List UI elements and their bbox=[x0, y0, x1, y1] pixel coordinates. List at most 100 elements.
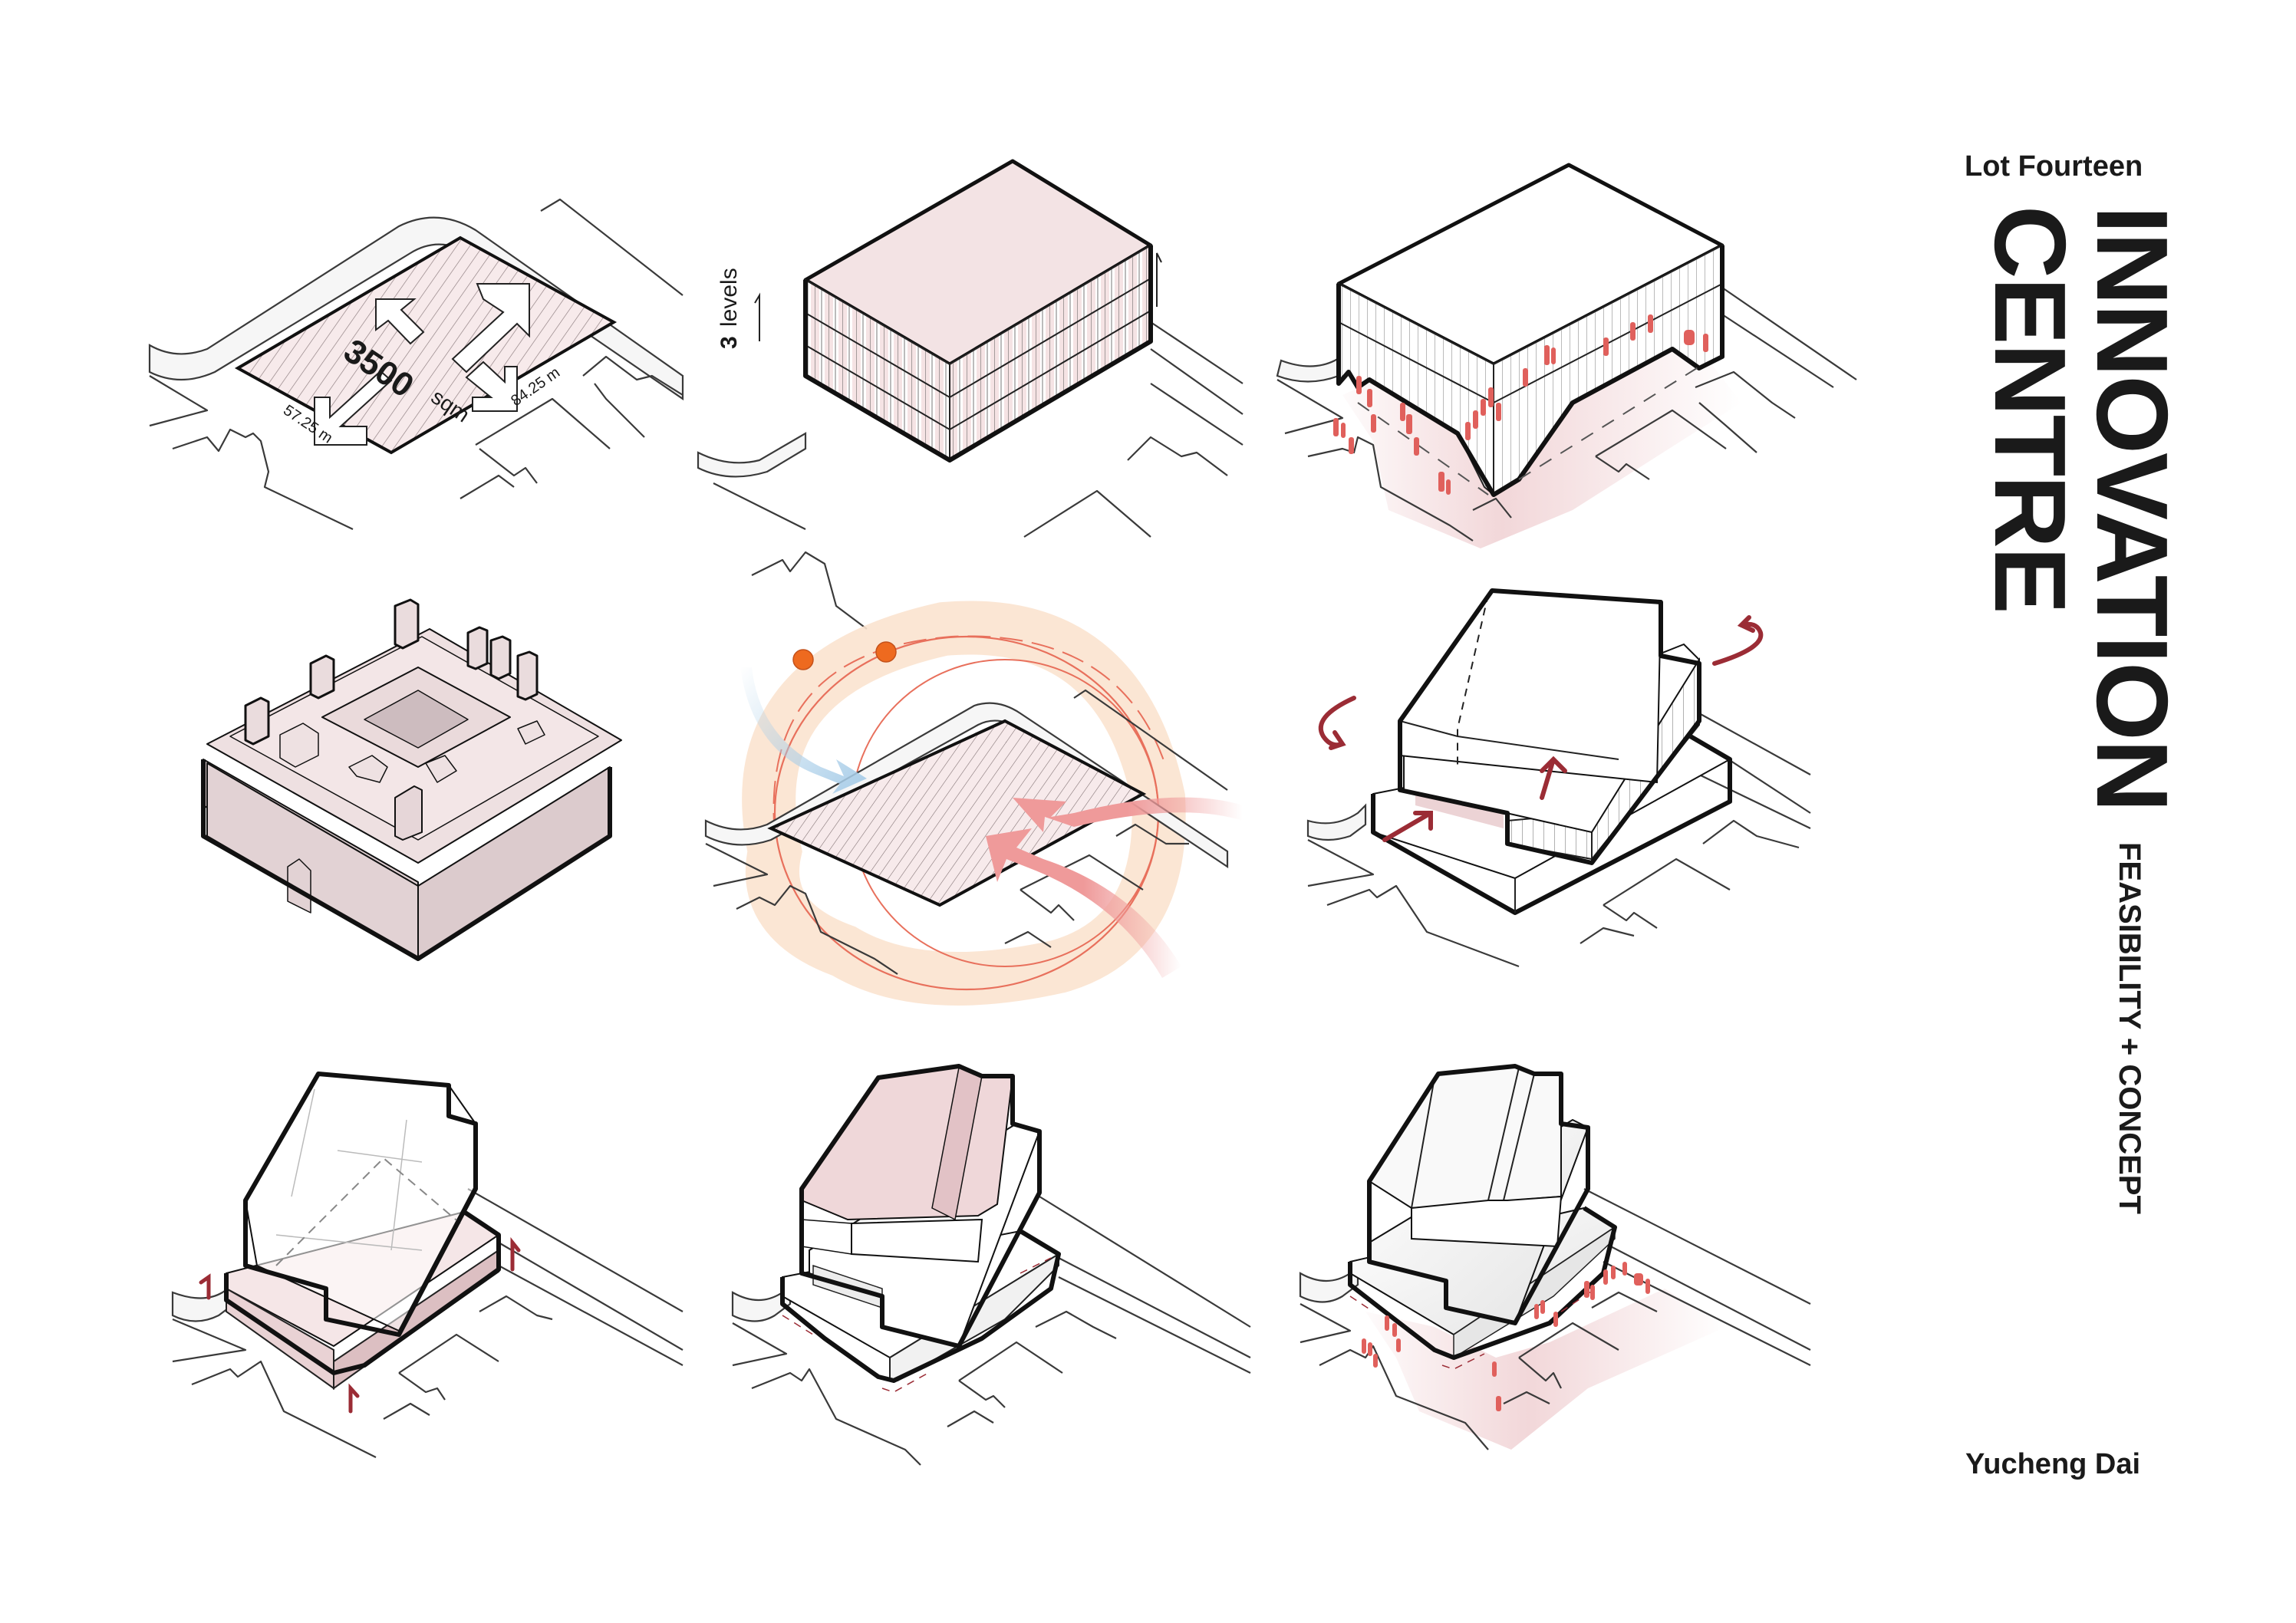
context-building bbox=[540, 198, 684, 296]
diagram-height-levels: 3 levels bbox=[690, 146, 1244, 630]
top-block bbox=[1399, 589, 1662, 784]
context-building bbox=[1603, 858, 1731, 906]
top-block-edge bbox=[1411, 1067, 1535, 1209]
context-building bbox=[467, 1188, 684, 1312]
roof-structure bbox=[425, 755, 457, 783]
building-outline bbox=[201, 759, 612, 961]
context-building bbox=[751, 1368, 921, 1466]
context-building bbox=[398, 1333, 499, 1374]
sun-position-dot-icon bbox=[792, 649, 814, 670]
context-building bbox=[1150, 348, 1244, 415]
context-building bbox=[958, 1380, 1006, 1408]
diagram-existing-heritage-building bbox=[192, 583, 652, 966]
context-building bbox=[1020, 889, 1075, 921]
context-building bbox=[1058, 1276, 1251, 1374]
podium-outline bbox=[1348, 1206, 1617, 1360]
context-building bbox=[1580, 927, 1635, 944]
context-building bbox=[582, 355, 684, 396]
roof-structure bbox=[348, 755, 388, 783]
top-block-facade bbox=[801, 1219, 852, 1255]
context-building bbox=[1518, 1322, 1619, 1358]
hidden-edge bbox=[1457, 594, 1489, 767]
roof-structure bbox=[517, 720, 545, 745]
expand-arrow-se-icon bbox=[465, 360, 518, 412]
chimney bbox=[466, 626, 489, 670]
street-outline bbox=[697, 432, 807, 478]
context-building bbox=[1035, 1310, 1117, 1339]
podium-outline bbox=[780, 1229, 1061, 1383]
context-building bbox=[1058, 1257, 1251, 1358]
diagram-roof-terrace bbox=[729, 1051, 1251, 1480]
street-outline bbox=[1306, 803, 1367, 841]
pedestrian-path bbox=[1357, 364, 1704, 495]
roof-structure bbox=[394, 785, 423, 841]
context-building bbox=[1603, 904, 1658, 929]
context-building bbox=[736, 884, 898, 975]
rotated-massing-drawing bbox=[1306, 588, 1811, 968]
pedestrian-figures-icon bbox=[1333, 314, 1708, 495]
context-building bbox=[1698, 774, 1811, 829]
sun-position-dot-icon bbox=[875, 641, 897, 663]
hidden-courtyard bbox=[275, 1157, 461, 1266]
site-area-drawing: 3500 sqm 57.25 m 84.25 m bbox=[148, 198, 684, 530]
context-building bbox=[1307, 839, 1375, 887]
context-building bbox=[479, 448, 538, 484]
building-outline bbox=[1336, 245, 1724, 497]
context-building bbox=[1472, 497, 1512, 519]
diagram-sun-and-wind-analysis bbox=[690, 583, 1243, 1012]
context-building bbox=[172, 1318, 247, 1363]
context-building bbox=[1595, 409, 1727, 457]
lift-arrow-icon bbox=[1540, 756, 1567, 800]
project-title-line2: CENTRE bbox=[1974, 206, 2087, 613]
context-building bbox=[191, 1360, 377, 1458]
roof-terrace-drawing bbox=[731, 1064, 1251, 1466]
push-arrow-icon bbox=[1382, 811, 1433, 842]
site-plot bbox=[767, 719, 1147, 907]
diagram-site-area: 3500 sqm 57.25 m 84.25 m bbox=[146, 184, 698, 545]
context-building bbox=[1115, 823, 1189, 845]
context-building bbox=[1583, 1188, 1811, 1305]
context-building bbox=[149, 375, 209, 427]
top-block-facade bbox=[1411, 1195, 1563, 1248]
context-building bbox=[460, 474, 515, 499]
diagram-final-massing bbox=[1296, 1051, 1849, 1511]
context-building bbox=[1039, 1196, 1251, 1328]
entry-arrow-icon bbox=[199, 1273, 211, 1300]
context-building bbox=[705, 843, 769, 887]
diagram-rotated-massing bbox=[1296, 583, 1849, 997]
podium-dashed-edge bbox=[1349, 1288, 1596, 1370]
context-building bbox=[1300, 1303, 1352, 1344]
context-building bbox=[479, 1295, 553, 1321]
context-building bbox=[947, 1410, 994, 1427]
context-building bbox=[1698, 713, 1811, 775]
context-building bbox=[1518, 1357, 1562, 1389]
entrance-door bbox=[287, 858, 311, 914]
context-building bbox=[1150, 383, 1244, 446]
building-outline bbox=[803, 245, 1153, 463]
context-building bbox=[1004, 930, 1052, 948]
diagram-podium-entries bbox=[161, 1058, 684, 1488]
warm-wind-arrow-icon bbox=[1013, 797, 1243, 832]
context-building bbox=[498, 1242, 684, 1351]
warm-wind-arrow-icon bbox=[986, 828, 1181, 978]
expand-arrow-ne-icon bbox=[451, 283, 530, 374]
levels-count: 3 bbox=[716, 336, 742, 349]
context-building bbox=[1073, 689, 1228, 791]
context-building bbox=[1023, 489, 1151, 538]
podium-outline bbox=[224, 1210, 501, 1375]
context-building bbox=[398, 1372, 446, 1401]
floor-line bbox=[1399, 720, 1619, 760]
public-ground-plane-drawing bbox=[1276, 163, 1857, 548]
massing-outline bbox=[1398, 588, 1701, 865]
context-building bbox=[1603, 1242, 1811, 1351]
context-building bbox=[1503, 1391, 1550, 1404]
entry-arrow-icon bbox=[348, 1383, 360, 1414]
context-building bbox=[1695, 370, 1796, 419]
context-building bbox=[732, 1322, 788, 1367]
public-plaza bbox=[1365, 1289, 1726, 1450]
height-arrow-icon bbox=[754, 292, 760, 341]
context-building bbox=[1595, 456, 1650, 480]
rotate-arrow-right-icon bbox=[1712, 615, 1764, 666]
chimney bbox=[394, 598, 420, 650]
context-building bbox=[1721, 287, 1857, 380]
